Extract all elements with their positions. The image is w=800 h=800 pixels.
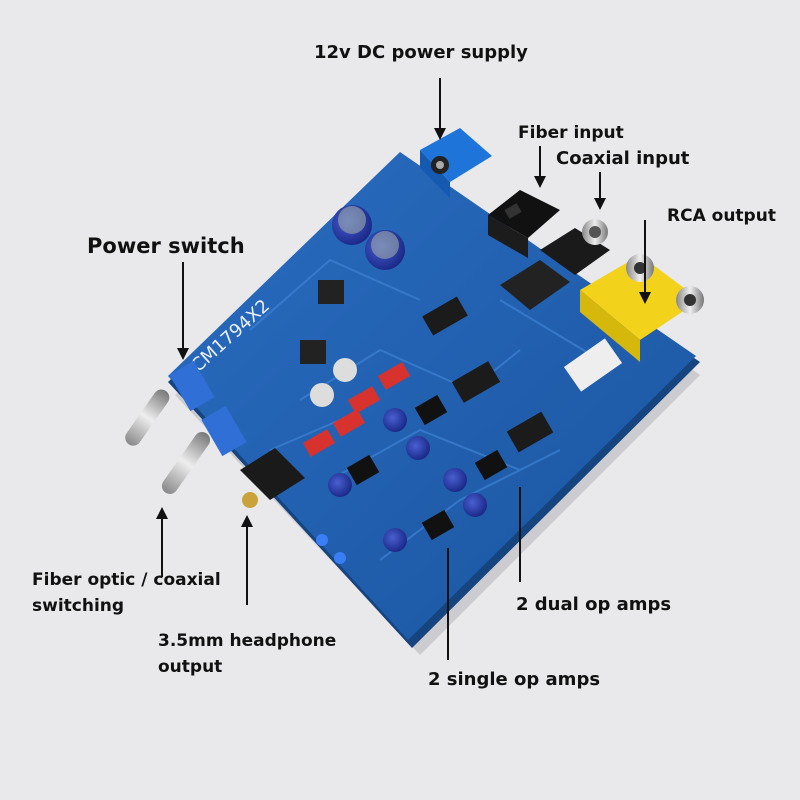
dual-op-amps: [414, 394, 508, 481]
label-fiber-coax-switch-2: switching: [32, 596, 125, 616]
fiber-coax-switch: [161, 405, 247, 494]
label-coaxial-input: Coaxial input: [556, 148, 690, 169]
coaxial-input-jack: [540, 219, 610, 275]
led-blue: [316, 534, 328, 546]
pcb-board: [168, 152, 696, 640]
inductors: [300, 280, 344, 364]
dc-power-jack: [420, 128, 492, 198]
film-capacitors: [302, 362, 411, 457]
single-op-amps: [346, 454, 455, 541]
label-dual-op-amps: 2 dual op amps: [516, 594, 672, 615]
pulse-transformer: [500, 260, 570, 310]
electrolytic-capacitors: [310, 205, 487, 552]
label-power-switch: Power switch: [87, 234, 245, 258]
relay: [563, 338, 623, 392]
rca-output-jacks: [580, 254, 704, 362]
led-blue-2: [334, 552, 346, 564]
label-headphone-1: 3.5mm headphone: [158, 631, 337, 651]
annotation-arrows: [156, 78, 651, 660]
label-headphone-2: output: [158, 657, 223, 677]
ic-chips: [422, 296, 554, 453]
power-switch: [125, 360, 215, 446]
label-rca-output: RCA output: [667, 206, 776, 226]
label-fiber-input: Fiber input: [518, 123, 624, 143]
label-dc-power: 12v DC power supply: [314, 42, 528, 63]
fiber-input-jack: [488, 190, 560, 258]
label-fiber-coax-switch-1: Fiber optic / coaxial: [32, 570, 221, 590]
headphone-jack: [240, 448, 305, 508]
label-single-op-amps: 2 single op amps: [428, 669, 601, 690]
